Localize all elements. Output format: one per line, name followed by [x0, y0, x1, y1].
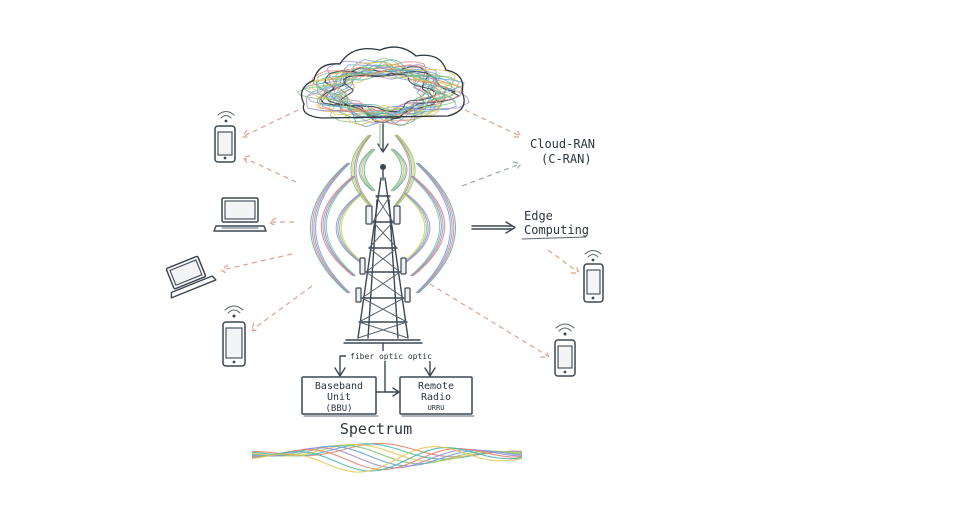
rru-box: Remote Radio URRU [399, 376, 475, 417]
wifi-icon [217, 111, 235, 123]
signal-arc [309, 162, 348, 294]
signal-arc [353, 134, 371, 206]
cloud-stroke [311, 64, 464, 122]
cloud-ran-link [461, 161, 523, 187]
smartphone-right-top [583, 250, 604, 303]
signal-arc [410, 175, 442, 277]
signal-arc [350, 134, 369, 206]
spectrum-wave [251, 444, 523, 465]
signal-arc [311, 162, 349, 294]
cell-tower-icon [343, 164, 423, 344]
signal-arc [395, 134, 413, 206]
signal-arc [360, 148, 374, 192]
signal-arc [415, 162, 451, 294]
signal-arc [324, 175, 356, 277]
edge-label-line2: Computing [524, 223, 589, 237]
signal-arc [361, 148, 375, 192]
signal-arc [403, 192, 427, 264]
signal-arc [322, 175, 355, 277]
signal-arc [320, 175, 354, 277]
spectrum-wave [251, 448, 523, 471]
signal-arc [358, 148, 373, 192]
laptop-left-1 [213, 197, 267, 232]
signal-arc [390, 148, 403, 192]
cloud-stroke [306, 64, 457, 120]
signal-arc [325, 175, 357, 277]
fiber-label: fiber optic optic [350, 352, 432, 361]
signal-arc [412, 175, 446, 277]
cloud-icon [296, 46, 470, 128]
cloud-stroke [331, 69, 430, 119]
cloud-to-tower-arrow [377, 123, 389, 153]
rru-label-line2: Radio [421, 392, 451, 403]
signal-arc [337, 192, 362, 264]
signal-arc [352, 134, 370, 206]
signal-arc [315, 162, 351, 294]
signal-arc [418, 162, 457, 294]
spectrum-wave [251, 446, 523, 473]
spectrum-waves [251, 442, 523, 473]
bbu-label-line3: (BBU) [325, 404, 352, 414]
signal-arc [392, 148, 406, 192]
signal-arc [363, 148, 376, 192]
cloud-outline [300, 46, 465, 119]
signal-arc [409, 175, 441, 277]
signal-arc [417, 162, 455, 294]
smartphone-left-bottom [222, 305, 246, 367]
spectrum-label: Spectrum [340, 420, 412, 438]
signal-arc [402, 192, 426, 264]
wifi-icon [555, 323, 575, 336]
bbu-label-line2: Unit [327, 392, 351, 403]
signal-arc [335, 192, 362, 264]
signal-arc [391, 148, 405, 192]
signal-arc [397, 134, 416, 206]
signal-arc [416, 162, 453, 294]
edge-arrow [471, 221, 516, 234]
wifi-icon [224, 305, 244, 318]
signal-arc [394, 134, 411, 206]
wifi-icon [584, 250, 602, 262]
cloud-ran-label-line1: Cloud-RAN [530, 137, 595, 151]
cloud-stroke [315, 64, 453, 120]
edge-label-line1: Edge [524, 209, 553, 223]
signal-arc [411, 175, 444, 277]
cloud-ran-label-line2: (C-RAN) [541, 152, 592, 166]
signal-arc [393, 148, 408, 192]
signal-arc [339, 192, 363, 264]
spectrum-wave [251, 447, 523, 472]
signal-arc [404, 192, 431, 264]
bbu-label-line1: Baseband [315, 381, 363, 392]
smartphone-right-bottom [554, 323, 576, 377]
signal-arc [313, 162, 350, 294]
smartphone-left-top [214, 111, 236, 163]
rru-label-line3: URRU [428, 404, 445, 412]
signal-waves [309, 134, 457, 294]
signal-arc [404, 192, 429, 264]
rru-label-line1: Remote [418, 381, 454, 392]
signal-arc [340, 192, 364, 264]
signal-arc [396, 134, 414, 206]
bbu-box: Baseband Unit (BBU) [301, 376, 379, 417]
laptop-left-2 [165, 255, 217, 299]
cloud-stroke [339, 72, 437, 113]
cloud-stroke [296, 73, 457, 114]
cloud-stroke [335, 59, 433, 127]
signal-arc [355, 134, 372, 206]
cloud-links [240, 109, 523, 138]
cloud-stroke [305, 60, 470, 124]
